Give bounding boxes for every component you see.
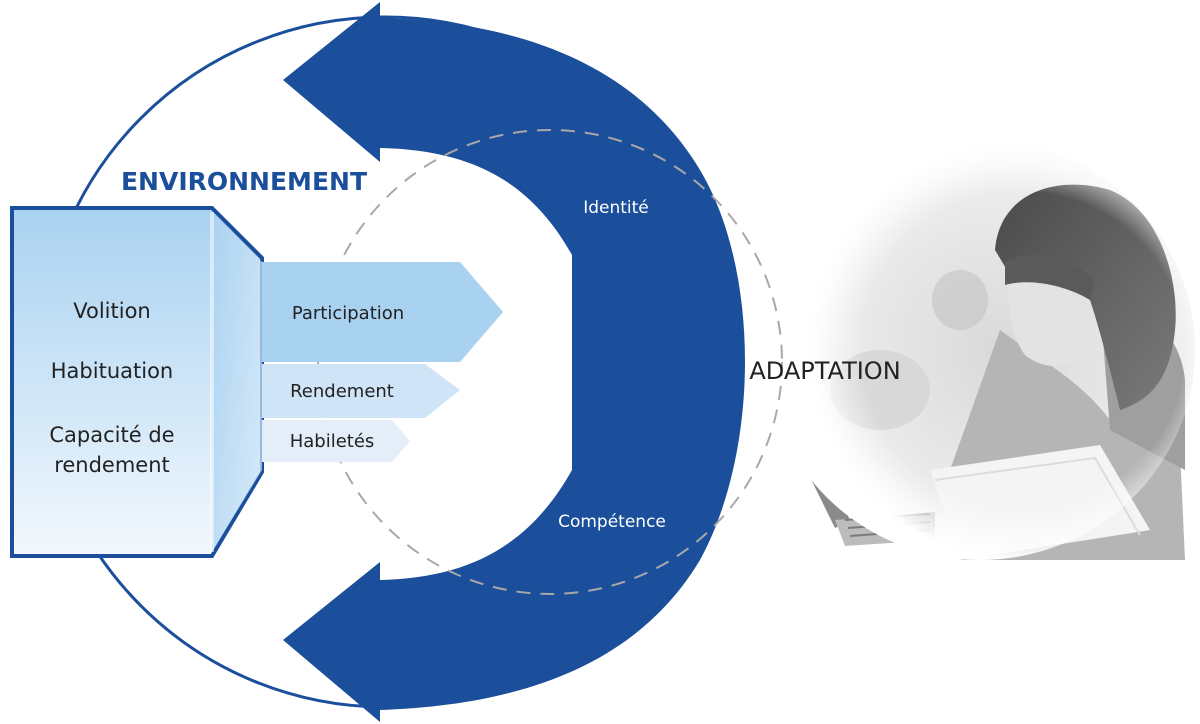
adaptation-label: ADAPTATION [749, 357, 900, 385]
participation-arrow [262, 262, 503, 362]
competence-label: Compétence [558, 512, 666, 532]
person-component-capacity-line1: Capacité de [49, 423, 174, 447]
person-box [10, 206, 264, 558]
person-component-capacity-line2: rendement [54, 453, 170, 477]
participation-label: Participation [292, 303, 404, 324]
photo-person-laptop [765, 140, 1195, 560]
person-component-habituation: Habituation [51, 359, 173, 383]
occupation-arrows [262, 262, 503, 462]
rendement-label: Rendement [290, 381, 394, 402]
environment-label: ENVIRONNEMENT [121, 167, 367, 196]
cycle-arrow [283, 2, 745, 722]
habiletes-label: Habiletés [290, 431, 375, 452]
identity-label: Identité [583, 198, 649, 218]
rendement-arrow [262, 364, 460, 418]
habiletes-arrow [262, 420, 410, 462]
person-component-volition: Volition [73, 299, 150, 323]
